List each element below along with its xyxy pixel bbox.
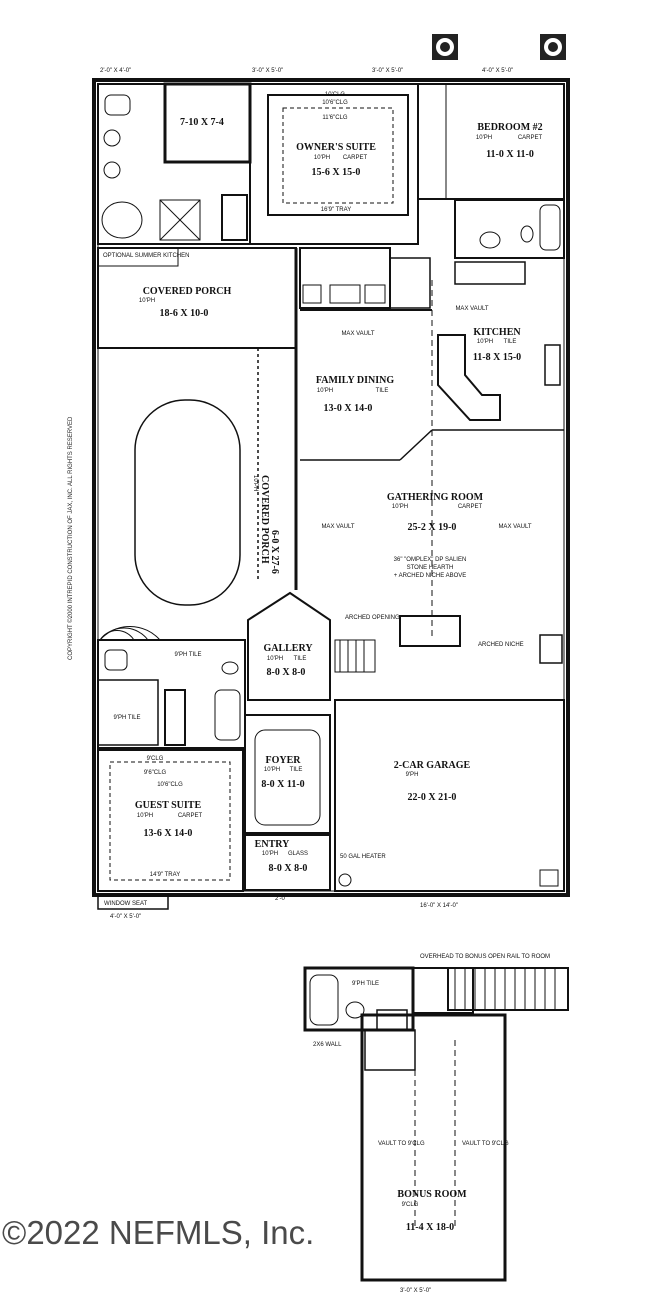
owners-suite-floor: CARPET xyxy=(343,155,368,161)
owners-suite-tray: 16'9" TRAY xyxy=(321,207,351,213)
entry-ceiling: 10'PH xyxy=(262,851,278,857)
covered-porch-ceiling: 10'PH xyxy=(139,298,155,304)
owners-clg-3: 11'6"CLG xyxy=(322,115,348,121)
guest-suite-ceiling: 10'PH xyxy=(137,813,153,819)
gathering-room-name: GATHERING ROOM xyxy=(387,492,484,503)
gathering-room-size: 25-2 X 19-0 xyxy=(408,522,457,533)
max-vault-4: MAX VAULT xyxy=(498,524,531,530)
dim-bonus-bottom: 3'-0" X 5'-0" xyxy=(400,1288,431,1294)
arched-niche: ARCHED NICHE xyxy=(478,642,524,648)
foyer-size: 8-0 X 11-0 xyxy=(261,779,304,790)
dim-bottom-1: 4'-0" X 5'-0" xyxy=(110,914,141,920)
dim-bottom-2: 2'-0" xyxy=(275,896,287,902)
dim-top-3: 3'-0" X 5'-0" xyxy=(372,68,403,74)
max-vault-3: MAX VAULT xyxy=(321,524,354,530)
entry-size: 8-0 X 8-0 xyxy=(269,863,308,874)
family-dining-name: FAMILY DINING xyxy=(316,375,394,386)
bonus-bath-label: 9'PH TILE xyxy=(352,981,379,987)
optional-summer-kitchen: OPTIONAL SUMMER KITCHEN xyxy=(103,253,189,259)
entry-floor: GLASS xyxy=(288,851,308,857)
covered-porch-name: COVERED PORCH xyxy=(143,286,232,297)
gallery-floor: TILE xyxy=(294,656,307,662)
foyer-floor: TILE xyxy=(290,767,303,773)
kitchen-ceiling: 10'PH xyxy=(477,339,493,345)
owners-suite-name: OWNER'S SUITE xyxy=(296,142,376,153)
kitchen-floor: TILE xyxy=(504,339,517,345)
side-porch-ceiling: 10'PH xyxy=(252,475,258,491)
bonus-room-size: 11-4 X 18-0 xyxy=(406,1222,454,1233)
nefmls-watermark: ©2022 NEFMLS, Inc. xyxy=(2,1214,315,1251)
gallery-ceiling: 10'PH xyxy=(267,656,283,662)
stair-note: OVERHEAD TO BONUS OPEN RAIL TO ROOM xyxy=(420,954,550,960)
fireplace-note-1: 36" "OMPLEX" DP SALIEN xyxy=(394,557,467,563)
gallery-size: 8-0 X 8-0 xyxy=(267,667,306,678)
arched-opening: ARCHED OPENING xyxy=(345,615,400,621)
copyright-notice: COPYRIGHT ©2000 INTREPID CONSTRUCTION OF… xyxy=(67,416,74,660)
vault-left: VAULT TO 9'CLG xyxy=(378,1141,425,1147)
owners-suite-size: 15-6 X 15-0 xyxy=(312,167,361,178)
bedroom2-size: 11-0 X 11-0 xyxy=(486,149,534,160)
fireplace-note-2: STONE HEARTH xyxy=(407,565,454,571)
bonus-room-name: BONUS ROOM xyxy=(397,1189,467,1200)
guest-bath-label: 9'PH TILE xyxy=(174,652,201,658)
dim-top-4: 4'-0" X 5'-0" xyxy=(482,68,513,74)
bonus-floor-plan xyxy=(303,966,569,1282)
bonus-plan-labels: OVERHEAD TO BONUS OPEN RAIL TO ROOM 2X6 … xyxy=(313,954,550,1294)
guest-suite-name: GUEST SUITE xyxy=(135,800,202,811)
family-dining-size: 13-0 X 14-0 xyxy=(324,403,373,414)
bath-closet-size: 7-10 X 7-4 xyxy=(180,117,224,128)
owners-suite-ceiling: 10'PH xyxy=(314,155,330,161)
guest-suite-floor: CARPET xyxy=(178,813,203,819)
bonus-room-ceiling: 9'CLG xyxy=(402,1202,419,1208)
guest-clg-2: 9'6"CLG xyxy=(144,770,167,776)
family-dining-floor: TILE xyxy=(376,388,389,394)
garage-size: 22-0 X 21-0 xyxy=(408,792,457,803)
side-porch-size: 6-0 X 27-6 xyxy=(269,530,280,574)
guest-clg-3: 10'6"CLG xyxy=(157,782,183,788)
entry-name: ENTRY xyxy=(255,839,290,850)
main-plan-labels: 2'-0" X 4'-0" 3'-0" X 5'-0" 3'-0" X 5'-0… xyxy=(67,68,543,920)
bedroom2-name: BEDROOM #2 xyxy=(477,122,542,133)
garage-ceiling: 9'PH xyxy=(406,772,419,778)
dim-top-2: 3'-0" X 5'-0" xyxy=(252,68,283,74)
wall-note: 2X6 WALL xyxy=(313,1042,342,1048)
owners-clg-1: 10'CLG xyxy=(325,92,345,98)
guest-clg-1: 9'CLG xyxy=(147,756,164,762)
max-vault-1: MAX VAULT xyxy=(341,331,374,337)
compass-logo-icon xyxy=(432,34,566,60)
wic-label: 9'PH TILE xyxy=(113,715,140,721)
dim-top-1: 2'-0" X 4'-0" xyxy=(100,68,131,74)
owners-clg-2: 10'6"CLG xyxy=(322,100,348,106)
guest-suite-tray: 14'9" TRAY xyxy=(150,872,180,878)
gathering-room-ceiling: 10'PH xyxy=(392,504,408,510)
vault-right: VAULT TO 9'CLG xyxy=(462,1141,509,1147)
gathering-room-floor: CARPET xyxy=(458,504,483,510)
max-vault-2: MAX VAULT xyxy=(455,306,488,312)
family-dining-ceiling: 10'PH xyxy=(317,388,333,394)
foyer-name: FOYER xyxy=(266,755,302,766)
water-heater: 50 GAL HEATER xyxy=(340,854,386,860)
gallery-name: GALLERY xyxy=(263,643,313,654)
guest-suite-size: 13-6 X 14-0 xyxy=(144,828,193,839)
kitchen-size: 11-8 X 15-0 xyxy=(473,352,521,363)
main-floor-plan xyxy=(92,78,570,910)
kitchen-name: KITCHEN xyxy=(473,327,521,338)
dim-bottom-3: 16'-0" X 14'-0" xyxy=(420,903,458,909)
covered-porch-size: 18-6 X 10-0 xyxy=(160,308,209,319)
bedroom2-ceiling: 10'PH xyxy=(476,135,492,141)
garage-name: 2-CAR GARAGE xyxy=(394,760,471,771)
fireplace-note-3: + ARCHED NICHE ABOVE xyxy=(394,573,467,579)
foyer-ceiling: 10'PH xyxy=(264,767,280,773)
side-porch-name: COVERED PORCH xyxy=(259,475,270,564)
bedroom2-floor: CARPET xyxy=(518,135,543,141)
window-seat: WINDOW SEAT xyxy=(104,901,148,907)
